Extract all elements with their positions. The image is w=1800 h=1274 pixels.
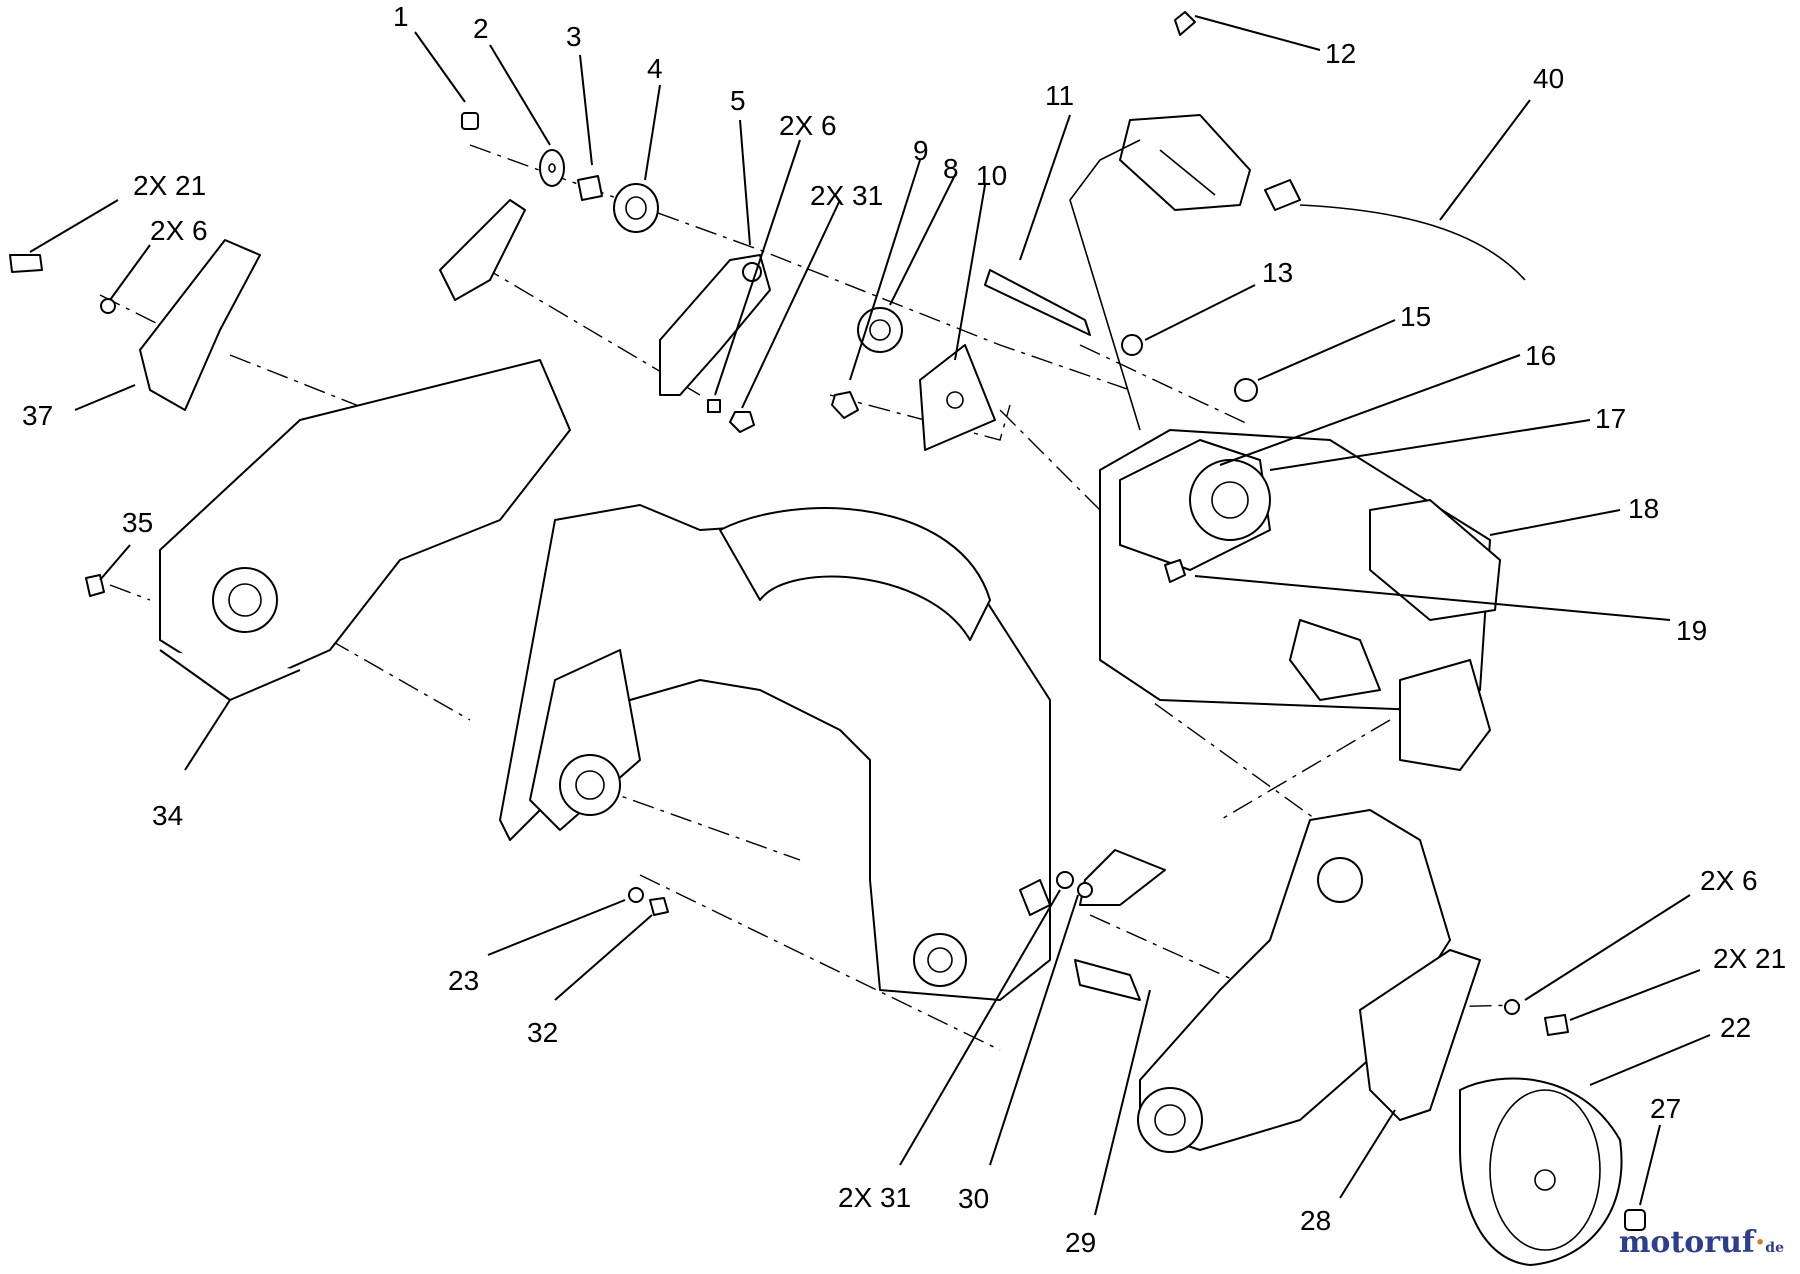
- switch-box: [1119, 114, 1251, 211]
- callout-34: 34: [152, 800, 183, 831]
- callout-2x6-top: 2X 6: [779, 110, 837, 141]
- callout-18: 18: [1628, 493, 1659, 524]
- part-9-bolt: [831, 391, 859, 419]
- auger-housing: [499, 504, 1051, 1001]
- motoruf-watermark: motoruf·de: [1619, 1225, 1784, 1260]
- watermark-dot: ·: [1754, 1225, 1766, 1260]
- part-37-bracket: [139, 239, 261, 411]
- part-19-screw: [1164, 559, 1186, 583]
- washer-6-right: [1504, 999, 1520, 1015]
- part-27-cap: [1624, 1209, 1646, 1231]
- callout-2x21-right: 2X 21: [1713, 943, 1786, 974]
- washer-6-left: [707, 399, 721, 413]
- gear-plate-group: [831, 307, 996, 451]
- callout-16: 16: [1525, 340, 1556, 371]
- callout-37: 37: [22, 400, 53, 431]
- part-30-shaft: [1079, 849, 1166, 906]
- callout-8: 8: [943, 153, 959, 184]
- part-17-motor-cap: [1189, 459, 1271, 541]
- callout-5: 5: [730, 85, 746, 116]
- callout-22: 22: [1720, 1012, 1751, 1043]
- callout-17: 17: [1595, 403, 1626, 434]
- callout-35: 35: [122, 507, 153, 538]
- part-10-plate: [919, 344, 996, 451]
- callout-9: 9: [913, 135, 929, 166]
- part-3-spacer: [577, 175, 603, 201]
- motor-assembly: [1099, 429, 1501, 771]
- callout-2x31-bottom: 2X 31: [838, 1182, 911, 1213]
- nut-31-upper: [729, 411, 755, 433]
- callout-15: 15: [1400, 301, 1431, 332]
- callout-11: 11: [1045, 80, 1074, 111]
- nut-31-lower: [1056, 871, 1074, 889]
- part-18-cover: [1369, 499, 1501, 621]
- callout-4: 4: [647, 53, 663, 84]
- motor-flange: [1399, 659, 1491, 771]
- callout-30: 30: [958, 1183, 989, 1214]
- callout-2x6-right: 2X 6: [1700, 865, 1758, 896]
- discharge-chute-ring: [719, 507, 991, 641]
- washer-23: [628, 887, 644, 903]
- part-35-screw: [85, 574, 105, 597]
- washer-6-left-lower: [100, 298, 116, 314]
- part-40-plug: [1264, 179, 1301, 211]
- right-side-plate: [1139, 809, 1451, 1151]
- part-1-nut: [461, 112, 479, 130]
- left-side-parts: [9, 239, 571, 701]
- callout-40: 40: [1533, 63, 1564, 94]
- callout-19: 19: [1676, 615, 1707, 646]
- callout-32: 32: [527, 1017, 558, 1048]
- watermark-tld: de: [1765, 1240, 1784, 1256]
- part-15-clip: [1234, 378, 1258, 402]
- callout-13: 13: [1262, 257, 1293, 288]
- callout-3: 3: [566, 21, 582, 52]
- part-2-washer: [539, 149, 565, 187]
- callout-27: 27: [1650, 1093, 1681, 1124]
- cord: [1299, 204, 1526, 281]
- part-28-wheel-bracket: [1359, 949, 1481, 1121]
- callout-2: 2: [473, 13, 489, 44]
- shaft-clip: [439, 199, 526, 301]
- part-13-clip: [1121, 334, 1143, 356]
- part-11-tube: [984, 269, 1091, 336]
- bolt-21-left: [9, 254, 43, 273]
- nut-32: [649, 897, 669, 916]
- part-34-side-plate: [159, 359, 571, 691]
- bolt-21-right: [1544, 1014, 1569, 1036]
- switch-assembly: [984, 11, 1526, 431]
- callout-2x31-top: 2X 31: [810, 180, 883, 211]
- callout-29: 29: [1065, 1227, 1096, 1258]
- leader-lines: [29, 15, 1711, 1216]
- callout-2x21-left: 2X 21: [133, 170, 206, 201]
- callout-12: 12: [1325, 38, 1356, 69]
- callout-1: 1: [393, 1, 409, 32]
- upper-hardware-group: [461, 112, 771, 433]
- washer-30: [1077, 882, 1093, 898]
- motor-shaft-end: [1289, 619, 1381, 701]
- part-8-gear: [857, 307, 903, 353]
- part-12-screw: [1174, 11, 1196, 36]
- part-5-bracket: [659, 254, 771, 396]
- callout-2x6-left: 2X 6: [150, 215, 208, 246]
- callout-28: 28: [1300, 1205, 1331, 1236]
- callout-10: 10: [976, 160, 1007, 191]
- part-29-pin: [1074, 959, 1141, 1001]
- callout-labels: 1 2 3 4 5 2X 6 2X 31 9 8 10 11 12 40 2X …: [22, 1, 1786, 1258]
- watermark-brand: motoruf: [1618, 1225, 1755, 1260]
- part-4-bearing: [613, 183, 659, 233]
- callout-23: 23: [448, 965, 479, 996]
- right-side-parts: [628, 809, 1646, 1266]
